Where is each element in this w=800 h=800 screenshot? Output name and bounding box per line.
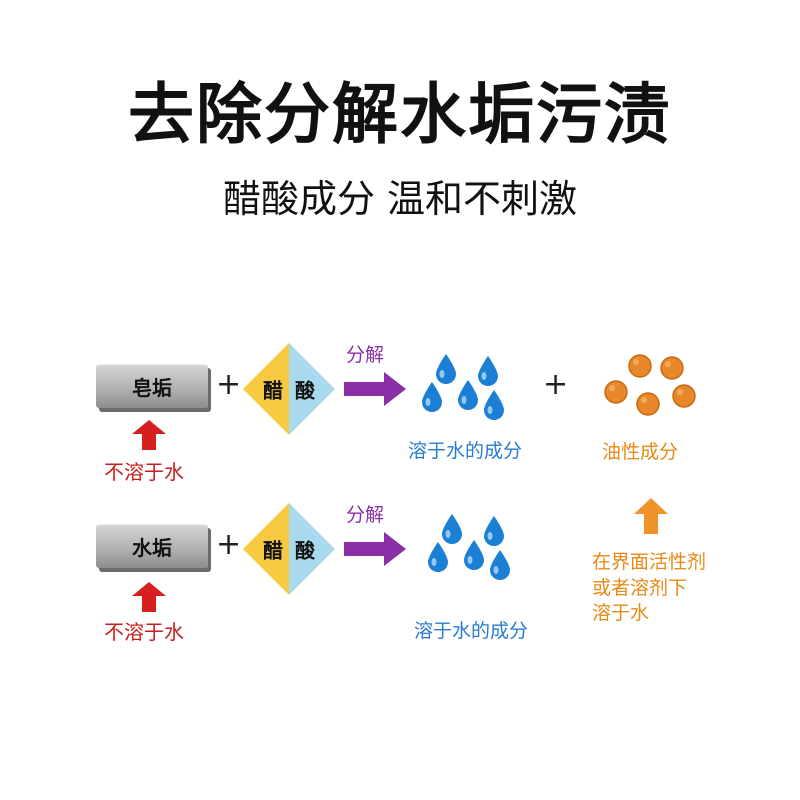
plus-sign-2: + (543, 367, 569, 402)
acetic-acid-diamond: 醋 酸 (243, 343, 335, 435)
purple-arrow-icon (344, 372, 406, 406)
water-soluble-label: 溶于水的成分 (408, 440, 523, 462)
oily-note-line-1: 在界面活性剂 (592, 551, 707, 573)
oily-note-line-2: 或者溶剂下 (592, 576, 688, 599)
water-drops-icon-2 (428, 514, 510, 580)
limescale-block: 水垢 (96, 524, 208, 568)
red-up-arrow-icon-2 (132, 582, 166, 612)
acetic-acid-diamond-shape (243, 343, 335, 435)
acid-label-left: 醋 (263, 378, 283, 403)
purple-arrow-icon-2 (344, 532, 406, 566)
water-drops-icon (422, 354, 504, 420)
insoluble-label-2: 不溶于水 (104, 620, 184, 644)
acetic-acid-diamond-shape-2 (243, 503, 335, 595)
decompose-label-2: 分解 (346, 504, 385, 526)
subtitle: 醋酸成分 温和不刺激 (222, 177, 578, 221)
oily-note-line-3: 溶于水 (592, 602, 650, 625)
oil-particles-icon (604, 354, 696, 416)
plus-sign: + (216, 367, 242, 402)
soap-scum-block: 皂垢 (96, 364, 208, 408)
red-up-arrow-icon (132, 420, 166, 450)
oily-component-label: 油性成分 (602, 441, 679, 463)
decompose-label: 分解 (346, 344, 385, 366)
water-soluble-label-2: 溶于水的成分 (414, 620, 529, 642)
acid-label-left-2: 醋 (263, 538, 283, 563)
acetic-acid-diamond-2: 醋 酸 (243, 503, 335, 595)
acid-label-right-2: 酸 (295, 538, 315, 563)
limescale-label: 水垢 (132, 535, 172, 560)
insoluble-label: 不溶于水 (104, 460, 184, 484)
plus-sign-3: + (216, 527, 242, 562)
main-title: 去除分解水垢污渍 (128, 76, 672, 153)
orange-up-arrow-icon (634, 498, 668, 534)
oily-dissolve-note: 在界面活性剂 或者溶剂下 溶于水 (592, 550, 706, 627)
soap-scum-label: 皂垢 (132, 375, 172, 400)
acid-label-right: 酸 (295, 378, 315, 403)
